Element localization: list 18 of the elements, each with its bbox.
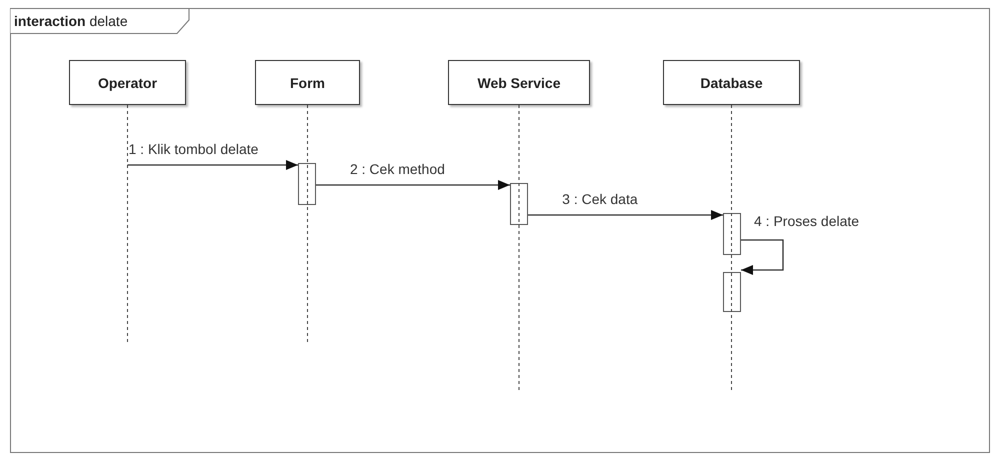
lifeline-head: Operator [69,60,186,105]
message-arrow [128,160,298,170]
activation-bar [723,213,741,255]
message-label: 1 : Klik tombol delate [128,141,260,157]
message-arrow [528,210,723,220]
message-arrow [316,180,510,190]
message-label: 3 : Cek data [561,191,639,207]
message-arrow [741,239,784,275]
lifeline-head: Database [663,60,800,105]
activation-bar [510,183,528,225]
message-label: 2 : Cek method [348,161,446,177]
frame-title: interaction delate [14,13,128,29]
message-label: 4 : Proses delate [753,213,860,229]
interaction-frame [10,8,990,453]
lifeline-head: Web Service [448,60,590,105]
activation-bar [298,163,316,205]
activation-bar [723,272,741,312]
lifeline-head: Form [255,60,360,105]
